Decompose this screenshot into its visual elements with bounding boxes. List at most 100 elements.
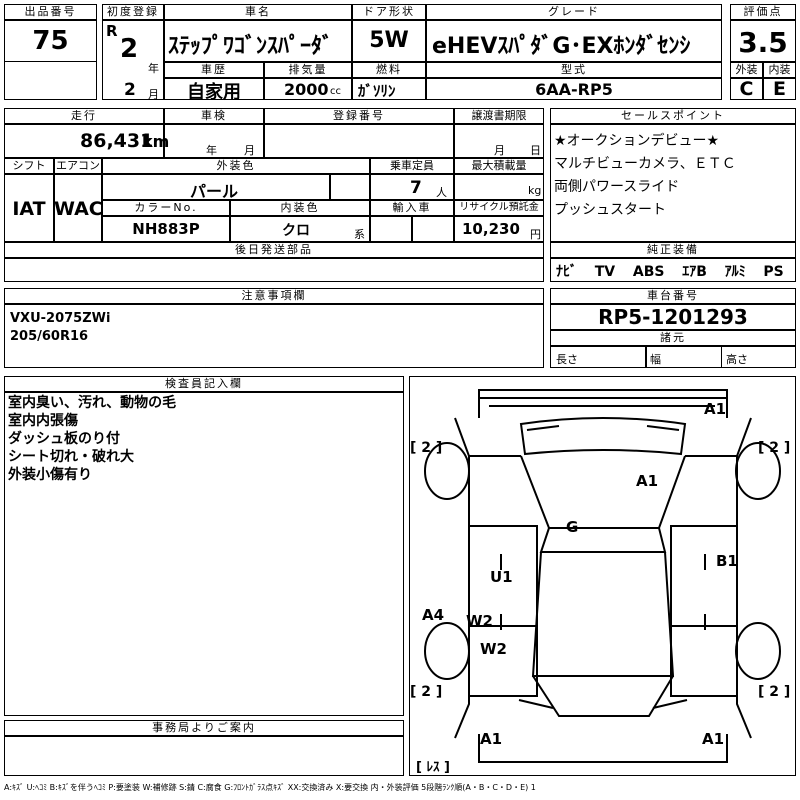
color-box	[102, 174, 330, 200]
intcolor-unit: 系	[354, 228, 365, 241]
lot-box	[4, 20, 97, 100]
import-label: 輸入車	[370, 200, 454, 216]
notes-list: VXU-2075ZWi 205/60R16	[10, 310, 110, 346]
recycle-box	[454, 216, 544, 242]
disp-unit: cc	[330, 86, 341, 97]
sales-label: セールスポイント	[550, 108, 796, 124]
legend-text: A:ｷｽﾞ U:ﾍｺﾐ B:ｷｽﾞを伴うﾍｺﾐ P:要塗装 W:補修跡 S:錆 …	[4, 783, 536, 792]
model-label: 型式	[426, 62, 722, 78]
damage-mark: G	[566, 518, 579, 536]
dims-height: 高さ	[726, 353, 748, 366]
inspector-label: 検査員記入欄	[4, 376, 404, 392]
car-name: ｽﾃｯﾌﾟﾜｺﾞﾝｽﾊﾟｰﾀﾞ	[168, 34, 334, 59]
mileage-label: 走行	[4, 108, 164, 124]
name-label: 車名	[164, 4, 352, 20]
intcolor-label: 内装色	[230, 200, 370, 216]
equip-item: TV	[594, 264, 616, 280]
equip-item: ABS	[632, 264, 665, 280]
sales-list: ★オークションデビュー★ マルチビューカメラ、ＥＴＣ 両側パワースライド プッシ…	[554, 130, 736, 222]
damage-mark: A1	[702, 730, 725, 748]
recycle-value: 10,230	[462, 220, 520, 238]
dims-len-box	[550, 346, 646, 368]
int-box	[763, 78, 796, 100]
history-value: 自家用	[187, 82, 241, 103]
damage-mark: W2	[480, 640, 507, 658]
door-box	[352, 20, 426, 62]
equip-list: ﾅﾋﾞ TV ABS ｴｱB ｱﾙﾐ PS PW	[556, 261, 800, 281]
ac-label: エアコン	[54, 158, 102, 174]
disp-value: 2000	[284, 80, 329, 99]
load-label: 最大積載量	[454, 158, 544, 174]
inspector-line: 外装小傷有り	[8, 467, 92, 483]
mileage-unit: km	[142, 132, 170, 151]
mileage-box	[4, 124, 164, 158]
history-label: 車歴	[164, 62, 264, 78]
inspector-box	[4, 392, 404, 716]
transfer-box	[454, 124, 544, 158]
color-label: 外装色	[102, 158, 370, 174]
damage-diagram-box	[409, 376, 796, 776]
fuel-value: ｶﾞｿﾘﾝ	[358, 82, 396, 100]
damage-mark: A1	[704, 400, 727, 418]
door-value: 5W	[369, 28, 409, 53]
fuel-box	[352, 78, 426, 100]
disp-box	[264, 78, 352, 100]
notes-box	[4, 304, 544, 368]
name-box	[164, 20, 352, 62]
month-unit: 月	[148, 88, 159, 101]
grade-box	[426, 20, 722, 62]
score-value: 3.5	[738, 26, 788, 59]
ac-value: WAC	[54, 198, 103, 220]
reg-year: 2	[120, 34, 139, 64]
colorno-box	[102, 216, 230, 242]
tire-tread: [ 2 ]	[758, 440, 791, 456]
equip-item: ｱﾙﾐ	[724, 264, 746, 280]
office-label: 事務局よりご案内	[4, 720, 404, 736]
int-value: E	[773, 78, 786, 100]
shift-value: IAT	[12, 198, 46, 220]
cap-label: 乗車定員	[370, 158, 454, 174]
equip-item: PS	[763, 264, 784, 280]
chassis-label: 車台番号	[550, 288, 796, 304]
reg-box	[102, 20, 164, 100]
later-box	[4, 258, 544, 282]
disp-label: 排気量	[264, 62, 352, 78]
regno-label: 登録番号	[264, 108, 454, 124]
regno-box	[264, 124, 454, 158]
reg-month: 2	[124, 80, 136, 100]
damage-mark: W2	[466, 612, 493, 630]
damage-mark: A1	[480, 730, 503, 748]
colorno-label: カラーNo.	[102, 200, 230, 216]
damage-mark: A1	[636, 472, 659, 490]
score-label: 評価点	[730, 4, 796, 20]
later-label: 後日発送部品	[4, 242, 544, 258]
grade-value: eHEVｽﾊﾟﾀﾞG･EXﾎﾝﾀﾞｾﾝｼ	[432, 34, 691, 59]
damage-mark: A4	[422, 606, 445, 624]
dims-label: 諸元	[550, 330, 796, 346]
transfer-label: 譲渡書期限	[454, 108, 544, 124]
year-unit: 年	[148, 62, 159, 75]
damage-mark: B1	[716, 552, 738, 570]
import-box-a	[370, 216, 412, 242]
sales-line: ★オークションデビュー★	[554, 133, 720, 149]
equip-label: 純正装備	[550, 242, 796, 258]
equip-item: ﾅﾋﾞ	[556, 264, 577, 280]
reg-era: R	[106, 22, 118, 40]
int-label: 内装	[763, 62, 796, 78]
transfer-month: 月	[494, 144, 505, 157]
reg-label: 初度登録	[102, 4, 164, 20]
load-unit: kg	[528, 184, 542, 197]
ext-label: 外装	[730, 62, 763, 78]
transfer-day: 日	[530, 144, 541, 157]
intcolor-box	[230, 216, 370, 242]
office-box	[4, 736, 404, 776]
dims-length: 長さ	[556, 353, 578, 366]
notes-label: 注意事項欄	[4, 288, 544, 304]
color-aux-box	[330, 174, 370, 200]
inspector-line: 室内内張傷	[8, 413, 78, 429]
sales-line: 両側パワースライド	[554, 179, 680, 195]
door-label: ドア形状	[352, 4, 426, 20]
lot-label: 出品番号	[4, 4, 97, 20]
colorno-value: NH883P	[132, 220, 200, 238]
intcolor-value: クロ	[282, 223, 310, 239]
